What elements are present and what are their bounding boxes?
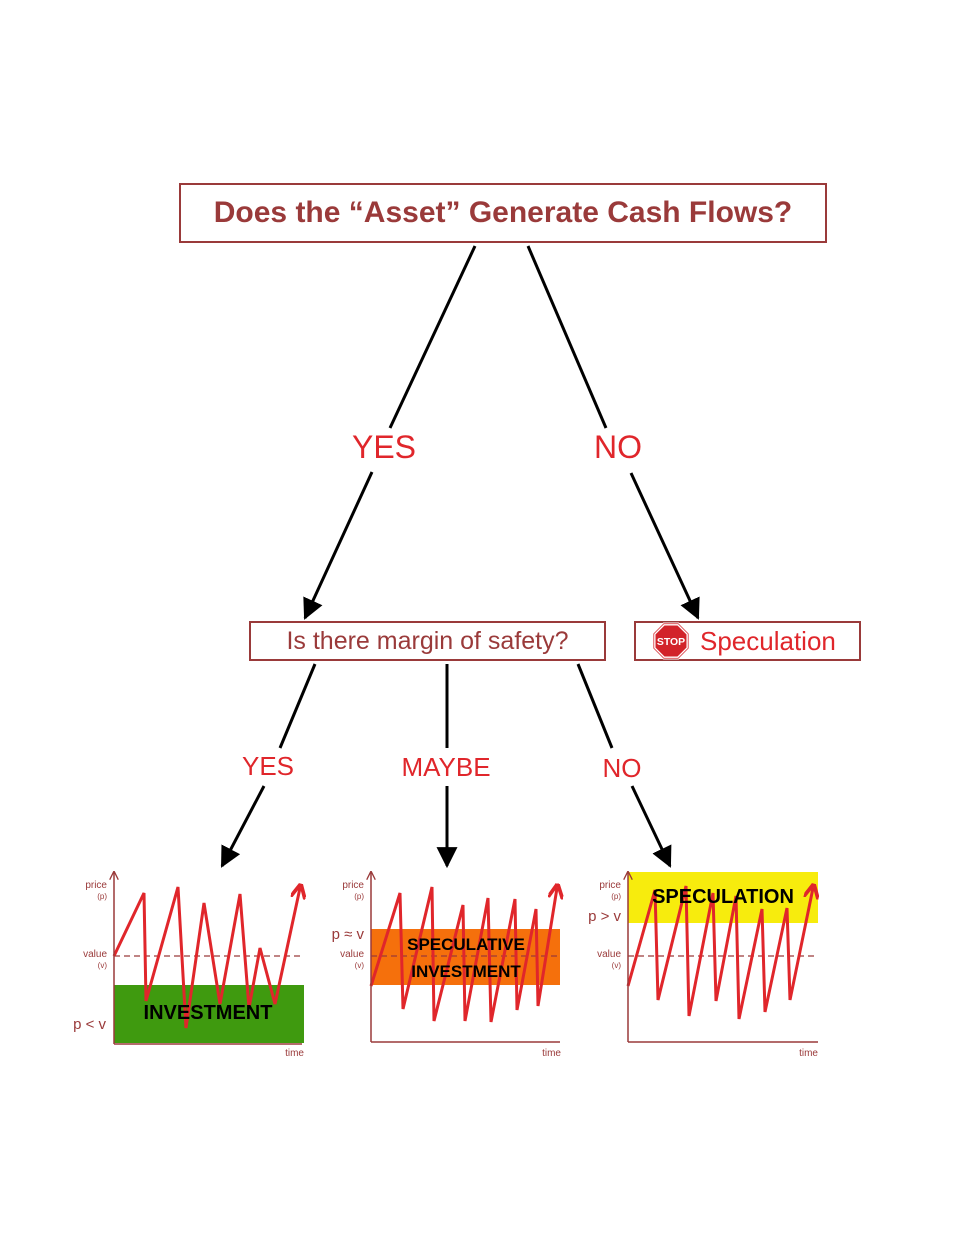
margin-of-safety-box: Is there margin of safety? <box>249 621 606 661</box>
band-label-line-1: SPECULATIVE <box>407 935 525 954</box>
arrow-no-speculation-chart <box>630 785 672 868</box>
branch-no-margin: NO <box>602 753 642 783</box>
value-sub: (v) <box>612 961 622 970</box>
price-label: price <box>599 880 621 891</box>
arrow-no-speculation <box>629 472 700 620</box>
band-label: SPECULATION <box>652 886 794 908</box>
arrow-yes-investment <box>220 785 266 868</box>
price-sub: (p) <box>354 892 364 901</box>
stop-sign-text: STOP <box>657 637 685 648</box>
price-sub: (p) <box>611 892 621 901</box>
connector-margin-yes <box>278 663 317 749</box>
panel-speculative-investment: price (p) p ≈ v value (v) time SPECULATI… <box>332 872 562 1059</box>
value-sub: (v) <box>355 961 365 970</box>
branch-maybe-margin: MAYBE <box>401 752 491 782</box>
time-label: time <box>285 1048 304 1059</box>
stop-sign-icon: STOP <box>652 622 690 660</box>
time-label: time <box>799 1048 818 1059</box>
connector-margin-no <box>576 663 614 749</box>
connector-root-no <box>526 245 608 429</box>
price-label: price <box>342 880 364 891</box>
relation-label: p > v <box>588 908 621 925</box>
value-sub: (v) <box>98 961 108 970</box>
price-line <box>112 887 300 1029</box>
value-label: value <box>340 949 364 960</box>
value-label: value <box>83 949 107 960</box>
branch-no-root: NO <box>594 429 642 465</box>
root-question: Does the “Asset” Generate Cash Flows? <box>213 196 793 229</box>
relation-label: p ≈ v <box>332 926 365 943</box>
branch-yes-root: YES <box>351 429 417 465</box>
speculation-label: Speculation <box>700 625 836 656</box>
band-label-line-2: INVESTMENT <box>411 962 521 981</box>
band-label: INVESTMENT <box>144 1002 273 1024</box>
price-line <box>369 887 557 1023</box>
relation-label: p < v <box>73 1016 106 1033</box>
price-line <box>626 886 813 1020</box>
price-label: price <box>85 880 107 891</box>
margin-question: Is there margin of safety? <box>286 626 569 655</box>
root-question-box: Does the “Asset” Generate Cash Flows? <box>179 183 827 243</box>
connector-root-yes <box>388 245 477 429</box>
panel-speculation: price (p) p > v value (v) time SPECULATI… <box>588 872 818 1059</box>
value-label: value <box>597 949 621 960</box>
time-label: time <box>542 1048 561 1059</box>
price-sub: (p) <box>97 892 107 901</box>
arrow-yes-margin <box>303 471 374 620</box>
panel-investment: price (p) value (v) p < v time INVESTMEN… <box>73 872 304 1059</box>
branch-yes-margin: YES <box>241 751 295 781</box>
speculation-box: STOP Speculation <box>634 621 861 661</box>
